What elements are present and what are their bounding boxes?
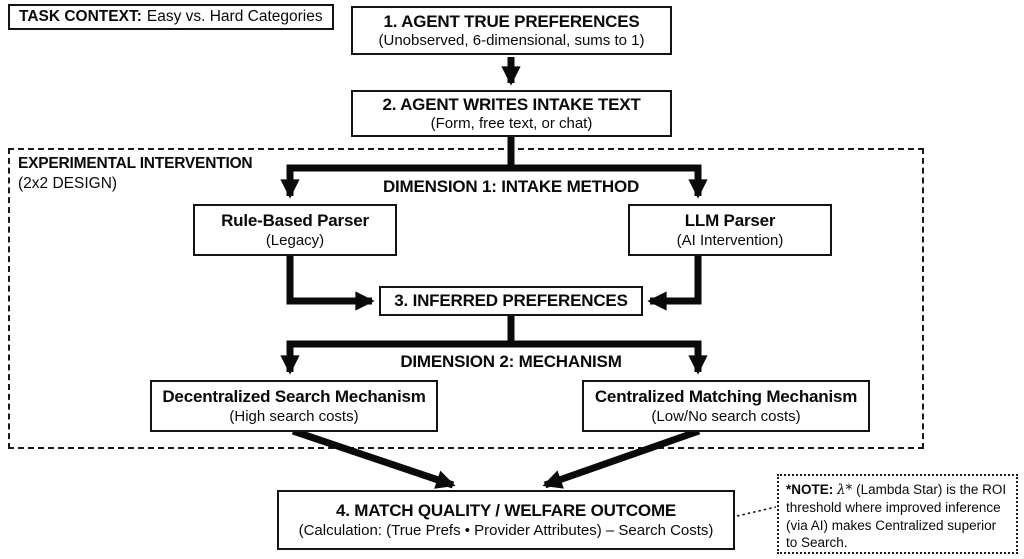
- node-decentralized-title: Decentralized Search Mechanism: [162, 387, 426, 407]
- node-step1: 1. AGENT TRUE PREFERENCES (Unobserved, 6…: [351, 6, 672, 55]
- experimental-intervention-label: EXPERIMENTAL INTERVENTION (2x2 DESIGN): [18, 154, 253, 194]
- dotted-link-step4-to-note: [736, 506, 777, 517]
- node-rule-based-parser: Rule-Based Parser (Legacy): [193, 204, 397, 256]
- task-context-value: Easy vs. Hard Categories: [146, 8, 323, 25]
- note-label: *NOTE:: [786, 482, 834, 497]
- node-llm-parser: LLM Parser (AI Intervention): [628, 204, 832, 256]
- node-step4-title: 4. MATCH QUALITY / WELFARE OUTCOME: [335, 501, 677, 521]
- node-step3-title: 3. INFERRED PREFERENCES: [394, 291, 628, 311]
- note-box: *NOTE: λ* (Lambda Star) is the ROI thres…: [777, 474, 1018, 554]
- node-decentralized-subtitle: (High search costs): [229, 407, 359, 425]
- node-rule-based-parser-title: Rule-Based Parser: [221, 211, 369, 231]
- node-step1-title: 1. AGENT TRUE PREFERENCES: [383, 11, 640, 31]
- node-centralized-title: Centralized Matching Mechanism: [594, 387, 858, 407]
- node-step1-subtitle: (Unobserved, 6-dimensional, sums to 1): [378, 32, 645, 50]
- node-centralized-matching: Centralized Matching Mechanism (Low/No s…: [582, 380, 870, 432]
- node-step2-subtitle: (Form, free text, or chat): [430, 115, 593, 133]
- node-step2: 2. AGENT WRITES INTAKE TEXT (Form, free …: [351, 90, 672, 137]
- node-llm-parser-subtitle: (AI Intervention): [676, 231, 784, 249]
- note-text: (Lambda Star) is the ROI threshold where…: [786, 482, 1007, 550]
- dimension1-label: DIMENSION 1: INTAKE METHOD: [382, 177, 640, 196]
- task-context-box: TASK CONTEXT: Easy vs. Hard Categories: [8, 4, 334, 30]
- task-context-label: TASK CONTEXT:: [19, 8, 142, 25]
- node-step3: 3. INFERRED PREFERENCES: [379, 286, 643, 316]
- lambda-star-symbol: λ*: [837, 482, 853, 498]
- node-rule-based-parser-subtitle: (Legacy): [265, 231, 325, 249]
- node-decentralized-search: Decentralized Search Mechanism (High sea…: [150, 380, 438, 432]
- experimental-intervention-region: [8, 148, 924, 449]
- node-step4: 4. MATCH QUALITY / WELFARE OUTCOME (Calc…: [277, 490, 735, 550]
- intervention-title: EXPERIMENTAL INTERVENTION: [18, 155, 253, 172]
- dimension2-label: DIMENSION 2: MECHANISM: [400, 352, 622, 371]
- node-centralized-subtitle: (Low/No search costs): [651, 407, 801, 425]
- node-step4-subtitle: (Calculation: (True Prefs • Provider Att…: [298, 521, 714, 539]
- intervention-subtitle: (2x2 DESIGN): [18, 175, 118, 193]
- node-step2-title: 2. AGENT WRITES INTAKE TEXT: [382, 94, 641, 114]
- node-llm-parser-title: LLM Parser: [684, 211, 776, 231]
